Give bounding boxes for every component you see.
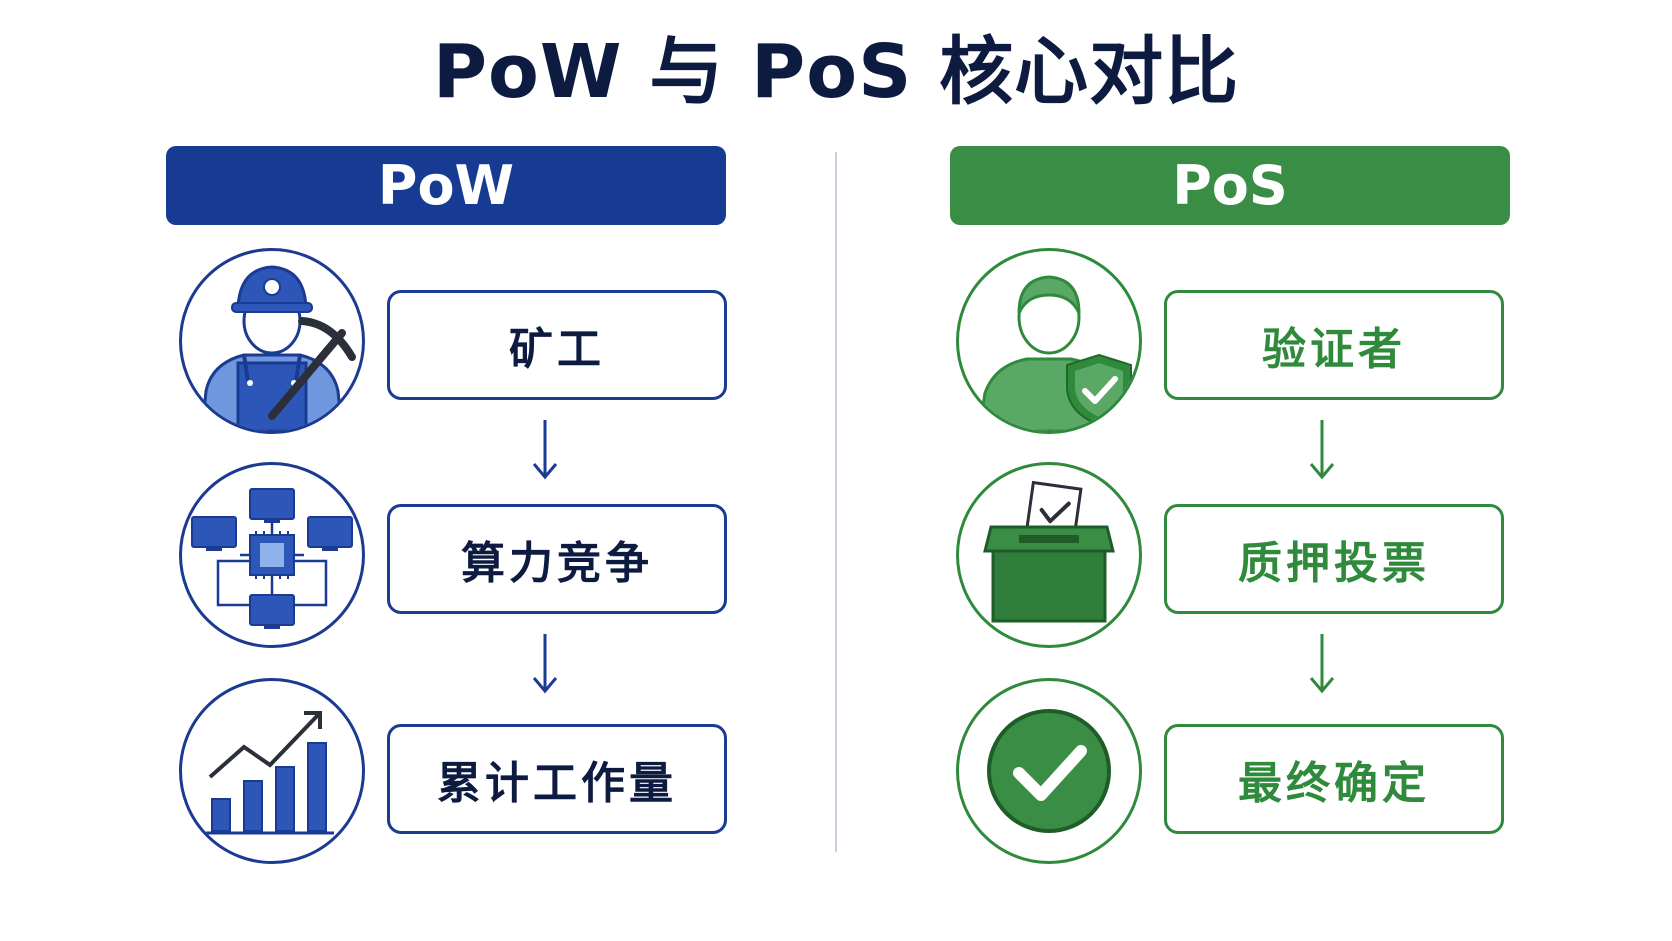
arrow-down-icon	[532, 420, 558, 480]
step-box-finality: 最终确定	[1164, 724, 1504, 834]
step-box-work: 累计工作量	[387, 724, 727, 834]
pow-header: PoW	[166, 146, 726, 225]
ballot-box-icon	[956, 462, 1142, 648]
computing-network-icon	[179, 462, 365, 648]
step-box-validator: 验证者	[1164, 290, 1504, 400]
step-box-computing: 算力竞争	[387, 504, 727, 614]
column-divider	[835, 152, 837, 852]
growth-chart-icon	[179, 678, 365, 864]
pos-header: PoS	[950, 146, 1510, 225]
page-title: PoW 与 PoS 核心对比	[432, 29, 1240, 115]
check-circle-icon	[956, 678, 1142, 864]
validator-shield-icon	[956, 248, 1142, 434]
arrow-down-icon	[1309, 634, 1335, 694]
miner-icon	[179, 248, 365, 434]
step-box-staking: 质押投票	[1164, 504, 1504, 614]
arrow-down-icon	[1309, 420, 1335, 480]
arrow-down-icon	[532, 634, 558, 694]
step-box-miner: 矿工	[387, 290, 727, 400]
